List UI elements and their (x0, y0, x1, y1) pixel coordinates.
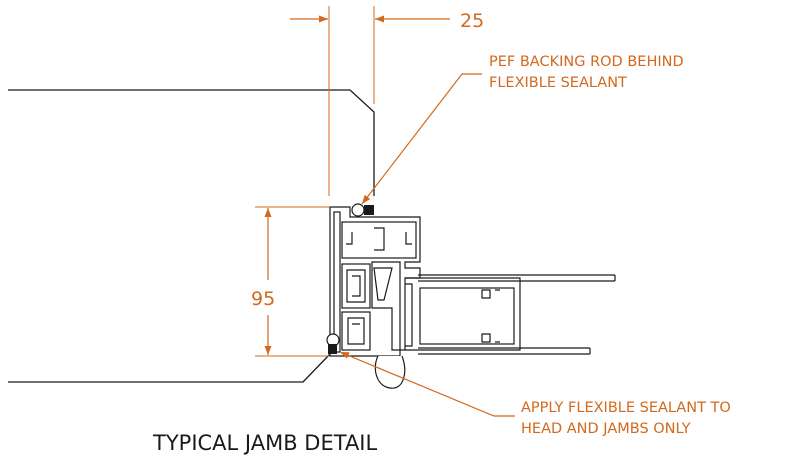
leader-line-sealant (339, 351, 515, 417)
note-backing-rod-line2: FLEXIBLE SEALANT (489, 75, 627, 91)
sash-outline (405, 277, 521, 351)
leader-sealant: APPLY FLEXIBLE SEALANT TO HEAD AND JAMBS… (339, 351, 731, 437)
leader-backing-rod: PEF BACKING ROD BEHIND FLEXIBLE SEALANT (361, 54, 684, 205)
lower-chamber (341, 311, 371, 351)
backing-rod-top (351, 203, 365, 217)
bead-channel (371, 261, 401, 351)
dimension-label-top: 25 (460, 10, 484, 32)
dimension-left: 95 (251, 206, 329, 357)
mid-chamber-detail (346, 269, 366, 303)
sash-clip-bottom (481, 333, 500, 343)
leader-line-backing-rod (361, 73, 482, 205)
lower-chamber-detail (347, 317, 365, 345)
sealant-top (364, 205, 374, 215)
frame-profile (329, 206, 421, 357)
glazing-gasket (405, 283, 413, 347)
head-chamber-clips (346, 227, 412, 251)
sash-chamber (419, 287, 515, 345)
mid-chamber (341, 263, 371, 309)
note-backing-rod-line1: PEF BACKING ROD BEHIND (489, 54, 684, 70)
wall-outline (8, 89, 375, 383)
wall-top-edge (8, 89, 375, 196)
frame-inner-wall (333, 211, 341, 353)
glazing-bead-wedge (373, 267, 393, 301)
sealant-bottom (328, 344, 337, 354)
glazed-unit (405, 274, 616, 355)
sash-clip-top (481, 289, 500, 299)
drip-profile (374, 355, 406, 389)
note-sealant-line1: APPLY FLEXIBLE SEALANT TO (521, 400, 731, 416)
head-chamber (341, 221, 417, 259)
drawing-title: TYPICAL JAMB DETAIL (152, 431, 378, 455)
note-sealant-line2: HEAD AND JAMBS ONLY (521, 421, 691, 437)
dimension-label-left: 95 (251, 288, 275, 310)
dimension-top: 25 (290, 6, 484, 196)
sealant-joints (326, 203, 406, 389)
wall-bottom-edge (8, 353, 331, 383)
frame-outer-outline (329, 206, 421, 357)
